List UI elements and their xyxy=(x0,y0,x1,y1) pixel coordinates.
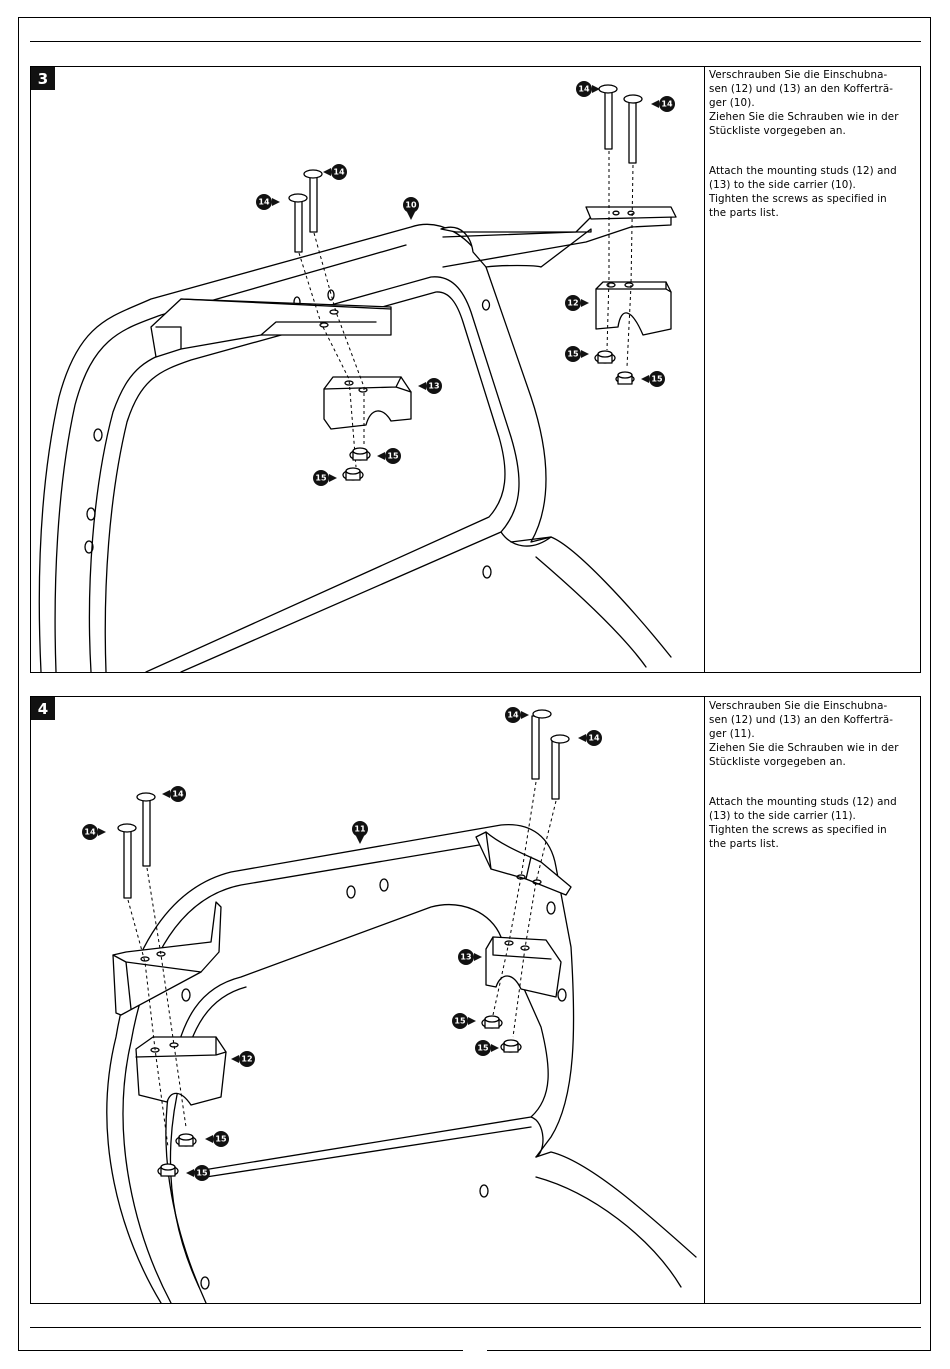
callout-11: 11 xyxy=(354,825,366,834)
callout-10: 10 xyxy=(405,201,417,210)
callout-14: 14 xyxy=(507,711,519,720)
callout-15: 15 xyxy=(567,350,579,359)
step-4-text-column xyxy=(704,696,921,1304)
step-4-text-en: Attach the mounting studs (12) and (13) … xyxy=(709,796,897,850)
header-rule xyxy=(30,41,921,42)
step-3-frame xyxy=(30,66,921,673)
step-4-text-de: Verschrauben Sie die Einschubna- sen (12… xyxy=(709,700,899,768)
callout-badges-step-4: 14 14 11 14 14 13 12 15 15 15 15 xyxy=(82,707,602,1181)
callout-13: 13 xyxy=(460,953,471,962)
callout-14: 14 xyxy=(333,168,345,177)
callout-14: 14 xyxy=(661,100,673,109)
callout-15: 15 xyxy=(454,1017,466,1026)
step-3-illustration: 14 14 10 14 14 12 13 15 15 15 15 xyxy=(38,81,677,672)
callout-15: 15 xyxy=(196,1169,208,1178)
callout-14: 14 xyxy=(588,734,600,743)
step-3-text-column xyxy=(704,66,921,673)
callout-badges-step-3: 14 14 10 14 14 12 13 15 15 15 15 xyxy=(256,81,675,486)
callout-14: 14 xyxy=(578,85,590,94)
callout-15: 15 xyxy=(651,375,663,384)
step-4-number: 4 xyxy=(31,697,55,720)
callout-15: 15 xyxy=(387,452,399,461)
callout-14: 14 xyxy=(172,790,184,799)
step-4-illustration: 14 14 11 14 14 13 12 15 15 15 15 xyxy=(82,707,697,1303)
step-3-number: 3 xyxy=(31,67,55,90)
callout-14: 14 xyxy=(258,198,270,207)
callout-15: 15 xyxy=(477,1044,489,1053)
step-3-text-en: Attach the mounting studs (12) and (13) … xyxy=(709,165,897,219)
step-3-text-de: Verschrauben Sie die Einschubna- sen (12… xyxy=(709,69,899,137)
callout-12: 12 xyxy=(567,299,578,308)
callout-12: 12 xyxy=(241,1055,252,1064)
footer-gap xyxy=(463,1343,487,1355)
callout-14: 14 xyxy=(84,828,96,837)
callout-13: 13 xyxy=(428,382,439,391)
step-4-frame xyxy=(30,696,921,1304)
callout-15: 15 xyxy=(315,474,327,483)
callout-15: 15 xyxy=(215,1135,227,1144)
footer-rule xyxy=(30,1327,921,1328)
